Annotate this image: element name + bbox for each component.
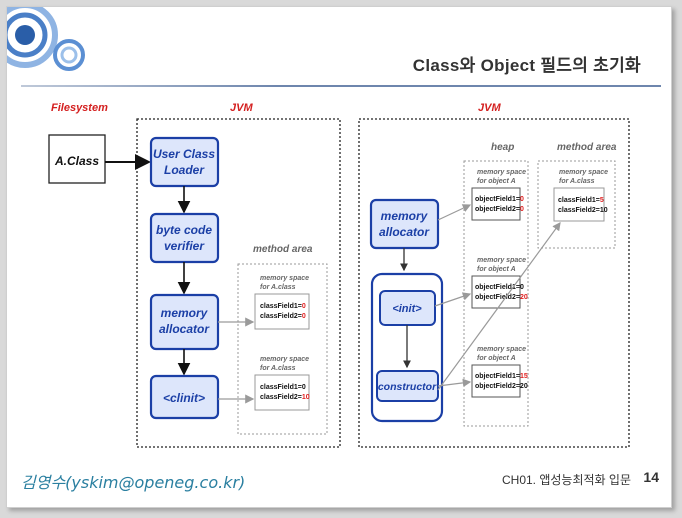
ma-caption1: memory space — [559, 169, 608, 176]
heap1-field2: objectField2=0 — [475, 206, 524, 213]
arrow-constructor-heap3 — [437, 378, 472, 388]
verifier-line1: byte code — [156, 223, 212, 237]
circles-logo-icon — [7, 7, 85, 71]
ma-field2: classField2=10 — [558, 207, 608, 214]
user-class-loader-box — [149, 136, 220, 188]
clinit-label: <clinit> — [163, 391, 205, 405]
a-class-file-box — [48, 134, 106, 184]
heap2-caption2: for object A — [477, 266, 516, 273]
heap1-box — [471, 187, 521, 221]
mem1-box — [254, 293, 310, 330]
heap1-caption2: for object A — [477, 178, 516, 185]
heap3-box — [471, 364, 521, 398]
mem2-field2: classField2=10 — [260, 394, 310, 401]
heap2-caption1: memory space — [477, 257, 526, 264]
allocator-right-line1: memory — [381, 209, 429, 223]
heap1-caption1: memory space — [477, 169, 526, 176]
ma-field1: classField1=5 — [558, 197, 604, 204]
method-area-right — [537, 160, 616, 249]
mem2-caption1: memory space — [260, 356, 309, 363]
allocator-left-line1: memory — [161, 306, 209, 320]
loader-line1: User Class — [153, 147, 215, 161]
heap2-field1: objectField1=0 — [475, 284, 524, 291]
clinit-box — [149, 374, 220, 420]
method-area-left — [237, 263, 328, 435]
mem2-field1: classField1=0 — [260, 384, 306, 391]
jvm-label-left: JVM — [230, 102, 253, 114]
method-area-label-left: method area — [253, 244, 313, 255]
jvm-right-boundary — [358, 118, 630, 448]
jvm-left-boundary — [136, 118, 341, 448]
heap-label: heap — [491, 142, 514, 153]
title-divider — [21, 85, 661, 87]
arrow-allocator-heap1 — [437, 204, 472, 221]
init-label: <init> — [392, 303, 422, 315]
heap3-field2: objectField2=20 — [475, 383, 528, 390]
arrow-init-heap2 — [434, 292, 472, 307]
filesystem-label: Filesystem — [51, 102, 108, 114]
arrow-constructor-method-area — [437, 222, 561, 391]
heap2-field2: objectField2=20 — [475, 294, 528, 301]
mem1-field1: classField1=0 — [260, 303, 306, 310]
page-title: Class와 Object 필드의 초기화 — [412, 56, 641, 75]
ma-caption2: for A.class — [559, 178, 595, 185]
mem1-field2: classField2=0 — [260, 313, 306, 320]
method-area-label-right: method area — [557, 142, 617, 153]
jvm-label-right: JVM — [478, 102, 501, 114]
mem1-caption1: memory space — [260, 275, 309, 282]
slide: Class와 Object 필드의 초기화 Filesystem JVM A.C… — [6, 6, 672, 508]
page-number: 14 — [643, 469, 659, 485]
memory-allocator-box-right — [369, 198, 440, 250]
verifier-line2: verifier — [164, 239, 205, 253]
ma-box — [553, 187, 605, 222]
allocator-right-line2: allocator — [379, 225, 430, 239]
mem1-caption2: for A.class — [260, 284, 296, 291]
heap3-caption2: for object A — [477, 355, 516, 362]
allocator-left-line2: allocator — [159, 322, 210, 336]
class-object-init-diagram: Filesystem JVM A.Class User Class Loader… — [48, 102, 630, 448]
heap3-caption1: memory space — [477, 346, 526, 353]
byte-code-verifier-box — [149, 212, 220, 264]
constructor-label: constructor — [378, 381, 437, 393]
heap2-box — [471, 275, 521, 309]
a-class-label: A.Class — [54, 154, 99, 168]
mem2-box — [254, 374, 310, 411]
author-signature: 김영수(yskim@openeg.co.kr) — [21, 473, 246, 492]
heap3-field1: objectField1=15 — [475, 373, 528, 380]
loader-line2: Loader — [164, 163, 205, 177]
course-label: CH01. 앱성능최적화 입문 — [501, 473, 631, 487]
heap1-field1: objectField1=0 — [475, 196, 524, 203]
mem2-caption2: for A.class — [260, 365, 296, 372]
